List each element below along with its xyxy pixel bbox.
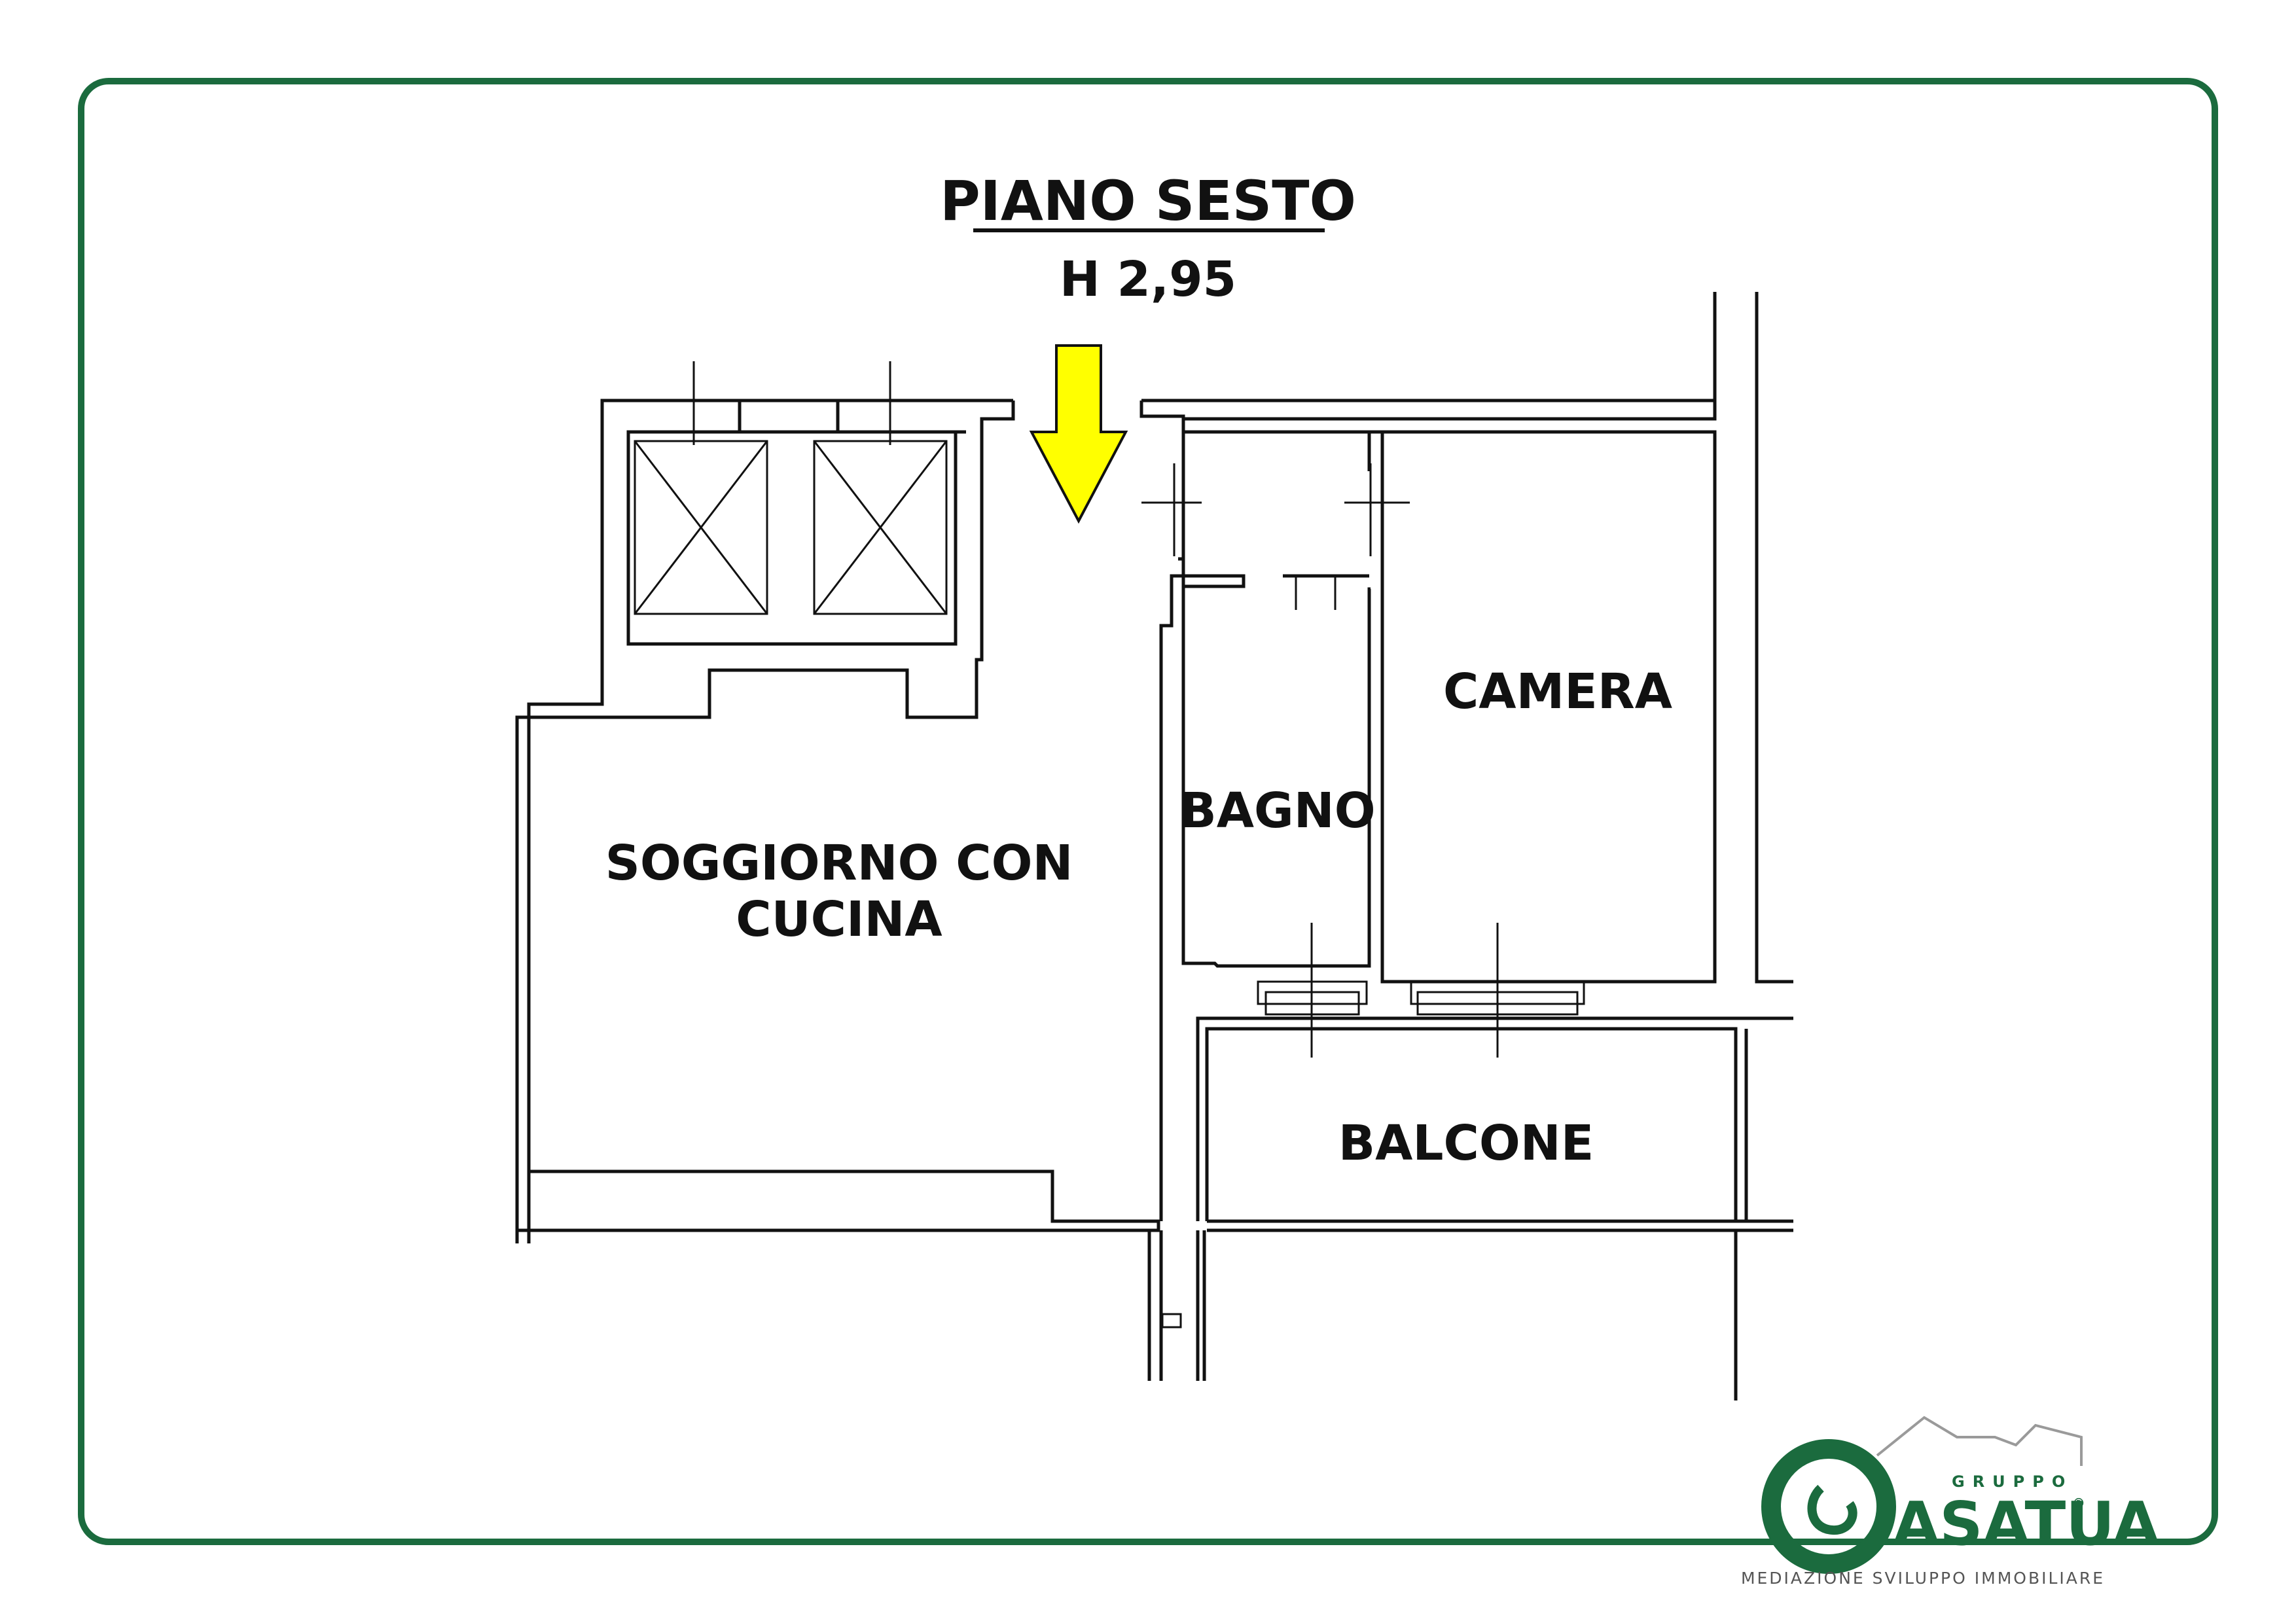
room-label-bagno: BAGNO	[1179, 783, 1375, 839]
balcony-walls	[1196, 1016, 1793, 1400]
room-label-camera: CAMERA	[1443, 664, 1672, 720]
logo-gruppo-text: GRUPPO	[1952, 1472, 2073, 1491]
logo-ring-icon	[1761, 1439, 1896, 1574]
logo-swirl-icon	[1807, 1484, 1857, 1535]
logo-registered-mark: ®	[2072, 1495, 2085, 1511]
room-label-balcone: BALCONE	[1338, 1115, 1594, 1171]
company-logo: GRUPPO ASATUA ® MEDIAZIONE SVILUPPO IMMO…	[1741, 1416, 2159, 1588]
logo-tagline-text: MEDIAZIONE SVILUPPO IMMOBILIARE	[1741, 1569, 2105, 1588]
ceiling-height-label: H 2,95	[1060, 251, 1236, 308]
elevator-core	[515, 361, 1015, 1243]
room-label-soggiorno-line1: SOGGIORNO CON	[605, 835, 1073, 891]
room-label-soggiorno-line2: CUCINA	[736, 891, 942, 948]
bedroom-bath-walls	[1139, 292, 1793, 984]
page-frame	[78, 78, 2218, 1545]
entrance-arrow-icon	[1029, 344, 1128, 524]
logo-roofline	[1876, 1416, 2083, 1466]
windows	[1257, 923, 1585, 1058]
living-room-walls	[517, 557, 1206, 1381]
logo-brand-text: ASATUA	[1893, 1489, 2159, 1559]
floor-title: PIANO SESTO	[940, 169, 1356, 233]
